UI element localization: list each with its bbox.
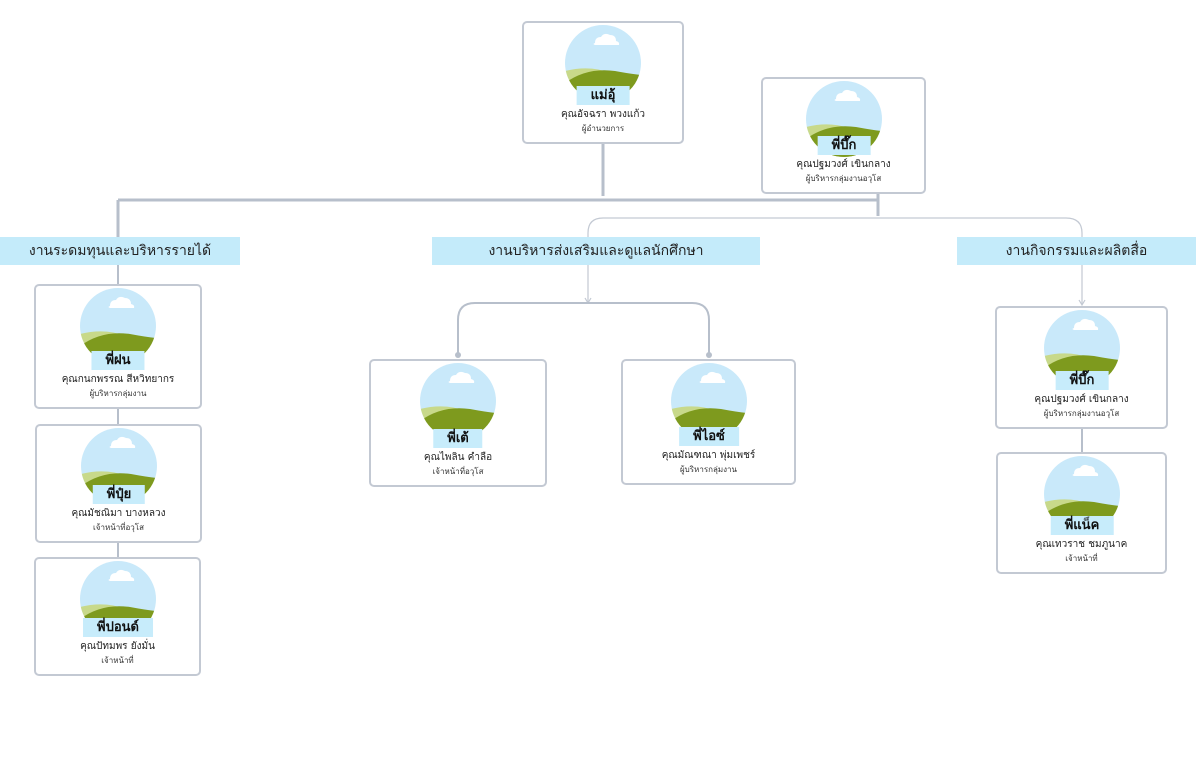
person-card-nack[interactable]: พี่แน็คคุณเทวราช ชมภูนาคเจ้าหน้าที่ — [996, 452, 1167, 574]
person-card-pui[interactable]: พี่ปุ๋ยคุณมัชณิมา บางหลวงเจ้าหน้าที่อวุโ… — [35, 424, 202, 543]
role-title: เจ้าหน้าที่อวุโส — [93, 523, 144, 532]
nickname-label: พี่ปอนด์ — [83, 618, 153, 637]
nickname-label: พี่เต้ — [433, 429, 483, 448]
full-name: คุณมัชณิมา บางหลวง — [71, 508, 166, 519]
person-card-buek[interactable]: พี่บึ๊กคุณปฐมวงศ์ เขินกลางผู้บริหารกลุ่ม… — [995, 306, 1168, 429]
nickname-label: พี่บึ๊ก — [817, 136, 871, 155]
full-name: คุณอัจฉรา พวงแก้ว — [560, 109, 645, 120]
role-title: เจ้าหน้าที่ — [1065, 554, 1098, 563]
nickname-label: พี่ไอซ์ — [679, 427, 739, 446]
role-title: ผู้บริหารกลุ่มงาน — [89, 389, 147, 398]
nickname-label: แม่อุ้ — [576, 86, 630, 105]
person-card-pond[interactable]: พี่ปอนด์คุณปัทมพร ยังมั่นเจ้าหน้าที่ — [34, 557, 201, 676]
full-name: คุณปัทมพร ยังมั่น — [80, 641, 155, 652]
department-finance: งานระดมทุนและบริหารรายได้ — [0, 237, 240, 265]
department-student-label: งานบริหารส่งเสริมและดูแลนักศึกษา — [488, 243, 704, 259]
avatar-icon — [420, 363, 496, 439]
role-title: ผู้บริหารกลุ่มงานอวุโส — [1043, 409, 1120, 418]
full-name: คุณปฐมวงศ์ เขินกลาง — [796, 159, 891, 170]
full-name: คุณกนกพรรณ สีหวิทยากร — [61, 374, 175, 385]
person-card-director[interactable]: แม่อุ้คุณอัจฉรา พวงแก้วผู้อำนวยการ — [522, 21, 684, 144]
role-title: ผู้อำนวยการ — [581, 124, 625, 133]
full-name: คุณไพลิน คำลือ — [423, 452, 493, 463]
role-title: ผู้บริหารกลุ่มงาน — [679, 465, 737, 474]
role-title: เจ้าหน้าที่ — [101, 656, 134, 665]
full-name: คุณเทวราช ชมภูนาค — [1035, 539, 1128, 550]
person-card-advisor[interactable]: พี่บึ๊กคุณปฐมวงศ์ เขินกลางผู้บริหารกลุ่ม… — [761, 77, 926, 194]
department-finance-label: งานระดมทุนและบริหารรายได้ — [28, 243, 212, 259]
nickname-label: พี่ปุ๋ย — [92, 485, 146, 504]
role-title: ผู้บริหารกลุ่มงานอวุโส — [805, 174, 882, 183]
person-card-tae[interactable]: พี่เต้คุณไพลิน คำลือเจ้าหน้าที่อวุโส — [369, 359, 547, 487]
nickname-label: พี่แน็ค — [1050, 516, 1114, 535]
full-name: คุณมัณฑณา พุ่มเพชร์ — [661, 450, 756, 461]
department-media: งานกิจกรรมและผลิตสื่อ — [957, 237, 1196, 265]
nickname-label: พี่ฝน — [91, 351, 145, 370]
person-card-ice[interactable]: พี่ไอซ์คุณมัณฑณา พุ่มเพชร์ผู้บริหารกลุ่ม… — [621, 359, 796, 485]
nickname-label: พี่บึ๊ก — [1055, 371, 1109, 390]
department-student: งานบริหารส่งเสริมและดูแลนักศึกษา — [432, 237, 760, 265]
full-name: คุณปฐมวงศ์ เขินกลาง — [1034, 394, 1129, 405]
role-title: เจ้าหน้าที่อวุโส — [432, 467, 484, 476]
person-card-fon[interactable]: พี่ฝนคุณกนกพรรณ สีหวิทยากรผู้บริหารกลุ่ม… — [34, 284, 202, 409]
department-media-label: งานกิจกรรมและผลิตสื่อ — [1005, 243, 1148, 259]
